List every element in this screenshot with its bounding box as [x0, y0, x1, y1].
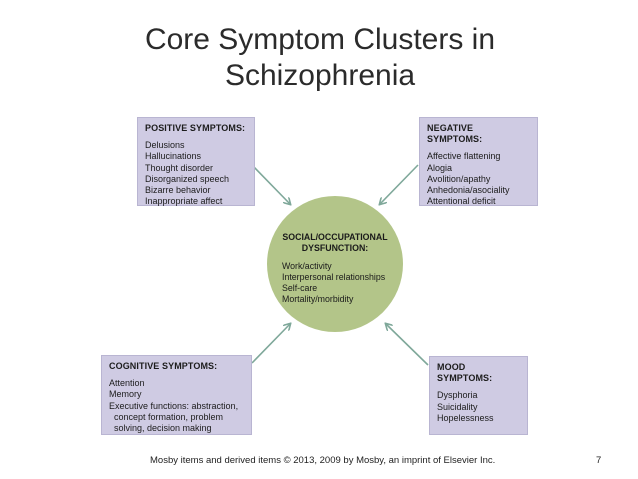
center-header-line2: DYSFUNCTION:	[301, 243, 369, 253]
list-item: Thought disorder	[145, 162, 214, 173]
list-item: Hallucinations	[145, 151, 202, 162]
list-item: Affective flattening	[427, 151, 501, 162]
slide-title-line1: Core Symptom Clusters in	[144, 23, 496, 56]
arrow-negative-to-center	[380, 164, 419, 204]
center-header-line1: SOCIAL/OCCUPATIONAL	[282, 232, 388, 242]
list-item: Suicidality	[437, 401, 478, 412]
positive-symptoms-box: POSITIVE SYMPTOMS: Delusions Hallucinati…	[137, 117, 255, 206]
page-number: 7	[596, 455, 602, 466]
list-item: Alogia	[427, 162, 453, 173]
list-item: Attentional deficit	[427, 196, 496, 207]
arrow-mood-to-center	[386, 324, 429, 366]
mood-symptoms-header: MOOD SYMPTOMS:	[437, 362, 493, 384]
list-item: Self-care	[282, 283, 318, 293]
list-item: Hopelessness	[437, 412, 494, 423]
list-item: Anhedonia/asociality	[427, 185, 510, 196]
list-item: solving, decision making	[109, 423, 212, 434]
list-item: Dysphoria	[437, 390, 478, 401]
list-item: concept formation, problem	[109, 411, 224, 422]
list-item: Memory	[109, 389, 142, 400]
social-occupational-dysfunction-circle: SOCIAL/OCCUPATIONAL DYSFUNCTION: Work/ac…	[267, 196, 403, 332]
arrow-positive-to-center	[251, 164, 290, 204]
list-item: Delusions	[145, 140, 185, 151]
mood-symptoms-box: MOOD SYMPTOMS: Dysphoria Suicidality Hop…	[429, 356, 528, 435]
cognitive-symptoms-header: COGNITIVE SYMPTOMS:	[109, 361, 218, 371]
list-item: Executive functions: abstraction,	[109, 400, 239, 411]
list-item: Work/activity	[282, 261, 332, 271]
arrow-cognitive-to-center	[251, 324, 290, 364]
slide-title-line2: Schizophrenia	[224, 59, 416, 92]
list-item: Inappropriate affect	[145, 196, 223, 207]
footer-credit: Mosby items and derived items © 2013, 20…	[150, 455, 496, 466]
negative-symptoms-header: NEGATIVE SYMPTOMS:	[427, 123, 483, 145]
cognitive-symptoms-box: COGNITIVE SYMPTOMS: Attention Memory Exe…	[101, 355, 252, 435]
list-item: Mortality/morbidity	[282, 294, 354, 304]
center-header: SOCIAL/OCCUPATIONAL DYSFUNCTION:	[282, 232, 388, 254]
list-item: Bizarre behavior	[145, 185, 211, 196]
positive-symptoms-header: POSITIVE SYMPTOMS:	[145, 123, 246, 133]
list-item: Interpersonal relationships	[282, 272, 386, 282]
list-item: Attention	[109, 378, 145, 389]
negative-symptoms-box: NEGATIVE SYMPTOMS: Affective flattening …	[419, 117, 538, 206]
list-item: Avolition/apathy	[427, 173, 491, 184]
slide-title: Core Symptom Clusters in Schizophrenia	[40, 22, 600, 94]
list-item: Disorganized speech	[145, 173, 230, 184]
